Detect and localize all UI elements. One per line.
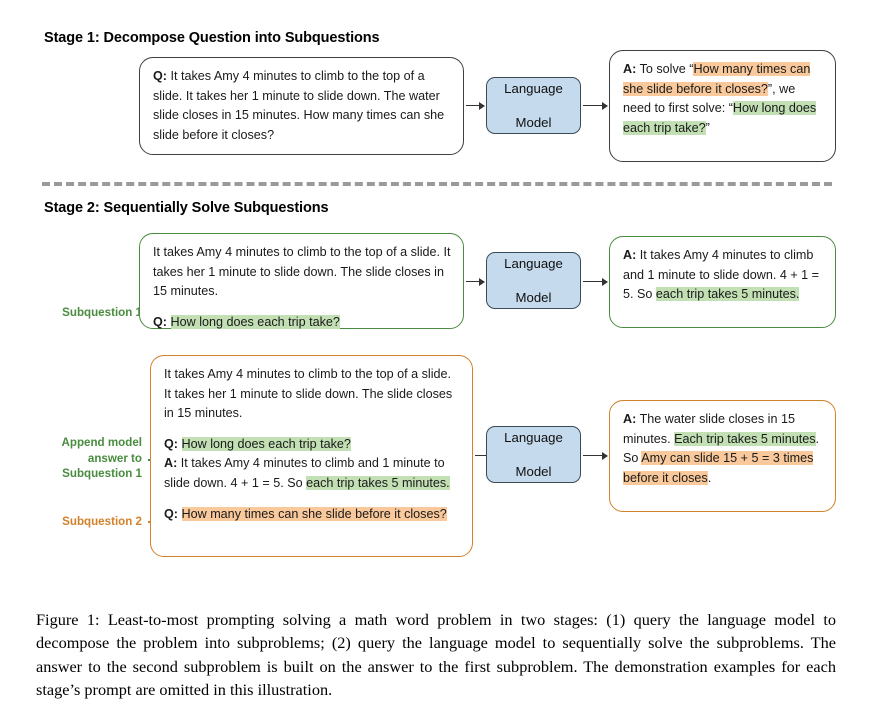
stage1-answer-seg1: To solve “	[636, 62, 694, 76]
arrow-stage2-row2-model-to-answer	[583, 450, 608, 462]
stage2-row2-answer-seg5: .	[707, 470, 712, 485]
stage2-row2-q1-highlight: How long does each trip take?	[181, 436, 351, 451]
q-label: Q:	[153, 314, 167, 329]
stage1-language-model-box: Language Model	[486, 77, 581, 134]
a-label: A:	[623, 62, 637, 76]
lm-line-2: Model	[515, 115, 552, 130]
stage-divider	[42, 182, 832, 186]
stage1-answer-text: A: To solve “How many times can she slid…	[623, 60, 823, 138]
stage1-prompt-text: Q: It takes Amy 4 minutes to climb to th…	[153, 67, 451, 145]
stage2-row1-language-model-box: Language Model	[486, 252, 581, 309]
stage2-row2-answer-seg1: The water slide closes in 15 minutes.	[623, 412, 795, 446]
stage2-row2-q2-highlight: How many times can she slide before it c…	[181, 506, 447, 521]
lm-line-2: Model	[515, 290, 552, 305]
append-answer-side-label: Append model answer to Subquestion 1	[61, 436, 142, 480]
stage2-row1-question-highlight: How long does each trip take?	[170, 314, 340, 329]
lm-line-2: Model	[515, 464, 552, 479]
stage2-row2-q2: Q: How many times can she slide before i…	[164, 505, 460, 525]
stage1-prompt-body: It takes Amy 4 minutes to climb to the t…	[153, 69, 445, 142]
stage2-row1-answer-highlight: each trip takes 5 minutes.	[655, 287, 800, 302]
stage2-row1-answer-seg1: It takes Amy 4 minutes to climb and 1 mi…	[623, 248, 820, 302]
a-label: A:	[623, 412, 637, 426]
lm-line-1: Language	[504, 256, 563, 271]
stage-2-heading: Stage 2: Sequentially Solve Subquestions	[44, 200, 329, 216]
stage2-row1-context: It takes Amy 4 minutes to climb to the t…	[153, 245, 451, 299]
stage2-row2-language-model-box: Language Model	[486, 426, 581, 483]
stage1-answer-seg3: ”, we need to first solve: “	[623, 81, 796, 116]
arrow-stage1-prompt-to-model	[466, 100, 485, 112]
stage2-row1-question: Q: How long does each trip take?	[153, 313, 451, 333]
stage2-row2-answer-seg3: . So	[623, 431, 820, 466]
stage-1-heading: Stage 1: Decompose Question into Subques…	[44, 30, 380, 46]
stage2-row1-answer-text: A: It takes Amy 4 minutes to climb and 1…	[623, 246, 823, 305]
stage2-row2-a1-seg1: It takes Amy 4 minutes to climb and 1 mi…	[164, 456, 445, 490]
stage1-prompt-bubble: Q: It takes Amy 4 minutes to climb to th…	[139, 57, 464, 155]
stage2-row2-a1-highlight: each trip takes 5 minutes.	[306, 475, 450, 490]
stage2-row1-answer-bubble: A: It takes Amy 4 minutes to climb and 1…	[609, 236, 836, 328]
q-label-2: Q:	[164, 506, 178, 521]
figure-caption: Figure 1: Least-to-most prompting solvin…	[36, 610, 836, 700]
arrow-stage2-row1-model-to-answer	[583, 276, 608, 288]
stage1-answer-seg5: ”	[705, 120, 710, 135]
stage2-row2-context: It takes Amy 4 minutes to climb to the t…	[164, 367, 453, 421]
arrow-stage2-row1-prompt-to-model	[466, 276, 485, 288]
q-label-1: Q:	[164, 436, 178, 451]
stage2-row2-answer-green-highlight: Each trip takes 5 minutes	[674, 431, 816, 446]
stage2-row2-answer-orange-highlight: Amy can slide 15 + 5 = 3 times before it…	[623, 451, 814, 485]
stage1-answer-bubble: A: To solve “How many times can she slid…	[609, 50, 836, 162]
stage2-row2-answer-bubble: A: The water slide closes in 15 minutes.…	[609, 400, 836, 512]
stage2-row2-qa-block: Q: How long does each trip take?A: It ta…	[164, 435, 460, 494]
a-label-1: A:	[164, 456, 178, 471]
a-label: A:	[623, 248, 637, 262]
stage2-row2-prompt-bubble: It takes Amy 4 minutes to climb to the t…	[150, 355, 473, 557]
subquestion-1-side-label: Subquestion 1	[62, 306, 142, 319]
lm-line-1: Language	[504, 81, 563, 96]
stage2-row2-answer-text: A: The water slide closes in 15 minutes.…	[623, 410, 823, 488]
arrow-stage1-model-to-answer	[583, 100, 608, 112]
lm-line-1: Language	[504, 430, 563, 445]
subquestion-2-side-label: Subquestion 2	[62, 515, 142, 528]
stage2-row1-prompt-bubble: It takes Amy 4 minutes to climb to the t…	[139, 233, 464, 329]
q-label: Q:	[153, 69, 167, 83]
